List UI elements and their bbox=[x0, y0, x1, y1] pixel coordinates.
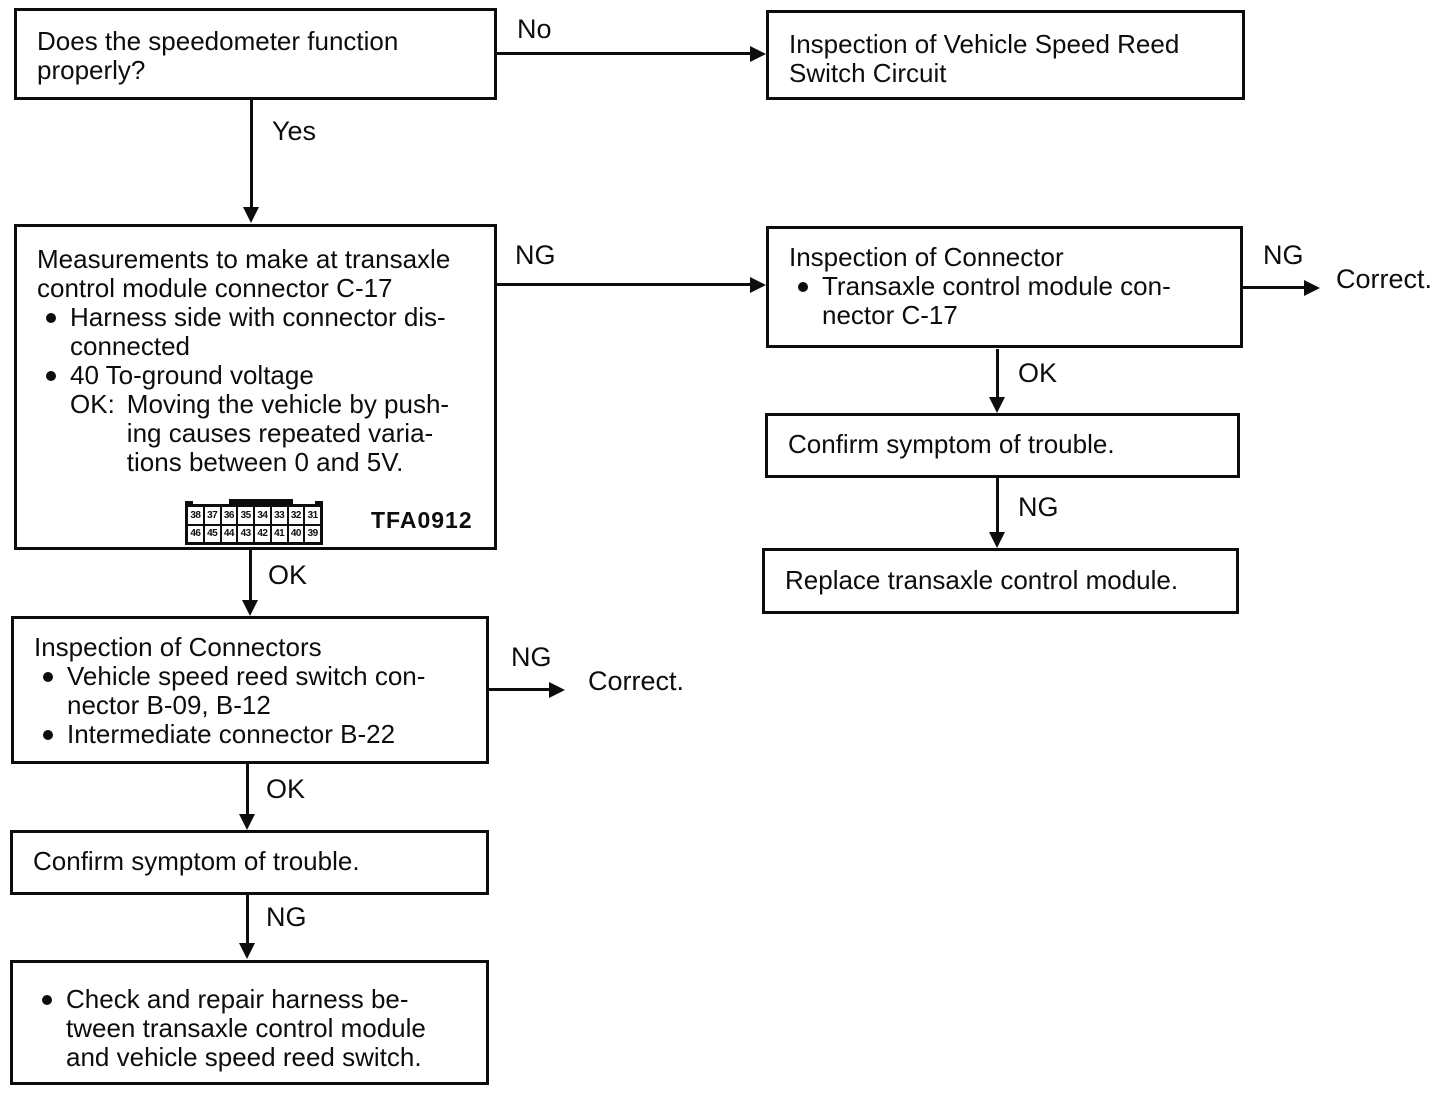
arrow-ng-confirm-right-head-icon bbox=[989, 532, 1005, 548]
connectors-inspection-bullet-2-text: Intermediate connector B-22 bbox=[67, 719, 396, 749]
connector-pin: 34 bbox=[255, 507, 270, 524]
bullet-icon bbox=[798, 282, 808, 292]
connector-pin: 42 bbox=[255, 525, 270, 542]
connector-pin: 37 bbox=[204, 507, 220, 524]
text-correct-right: Correct. bbox=[1336, 264, 1433, 294]
figure-code: TFA0912 bbox=[371, 507, 473, 533]
label-ok-connector-inspection: OK bbox=[1018, 358, 1058, 388]
label-ok-measurements: OK bbox=[268, 560, 308, 590]
measurements-ok-note: OK: Moving the vehicle by push- ing caus… bbox=[70, 390, 486, 477]
measurements-ok-text: Moving the vehicle by push- ing causes r… bbox=[126, 389, 450, 477]
measurements-title: Measurements to make at transaxle contro… bbox=[37, 244, 451, 303]
box-reed-switch-inspection: Inspection of Vehicle Speed Reed Switch … bbox=[766, 10, 1245, 100]
arrow-ng-connectors-inspection-head-icon bbox=[549, 682, 565, 698]
connector-pin: 31 bbox=[305, 507, 320, 524]
connector-pin: 40 bbox=[288, 525, 304, 542]
bullet-icon bbox=[43, 672, 53, 682]
measurements-bullet-2-text: 40 To-ground voltage bbox=[70, 360, 314, 390]
connector-body: 38 37 36 35 34 33 32 31 46 45 44 43 42 4… bbox=[185, 504, 323, 545]
arrow-no-line bbox=[497, 52, 752, 55]
box-connectors-inspection: Inspection of Connectors Vehicle speed r… bbox=[11, 616, 489, 764]
connector-tab-icon bbox=[229, 499, 293, 508]
arrow-ok-connectors-inspection-head-icon bbox=[239, 814, 255, 830]
connector-pin: 35 bbox=[238, 507, 253, 524]
box-check-harness: Check and repair harness be- tween trans… bbox=[10, 960, 489, 1085]
arrow-ng-connector-inspection-head-icon bbox=[1304, 280, 1320, 296]
arrow-ng-measurements-line bbox=[497, 283, 752, 286]
arrow-ng-confirm-left-head-icon bbox=[239, 943, 255, 959]
bullet-icon bbox=[43, 730, 53, 740]
arrow-ng-confirm-left-line bbox=[246, 895, 249, 945]
arrow-no-head-icon bbox=[750, 46, 766, 62]
box-measurements: Measurements to make at transaxle contro… bbox=[14, 224, 497, 550]
label-yes: Yes bbox=[272, 116, 317, 146]
connector-pin: 41 bbox=[271, 525, 287, 542]
bullet-icon bbox=[46, 371, 56, 381]
confirm-trouble-right-text: Confirm symptom of trouble. bbox=[788, 429, 1115, 459]
connector-pin: 45 bbox=[204, 525, 220, 542]
box-speedometer-question-text: Does the speedometer function properly? bbox=[37, 26, 399, 85]
connector-pin: 44 bbox=[221, 525, 237, 542]
confirm-trouble-left-text: Confirm symptom of trouble. bbox=[33, 846, 360, 876]
connector-inspection-bullet-1-text: Transaxle control module con- nector C-1… bbox=[822, 271, 1171, 330]
connector-pinout-diagram: 38 37 36 35 34 33 32 31 46 45 44 43 42 4… bbox=[185, 499, 323, 545]
arrow-ok-measurements-line bbox=[249, 550, 252, 602]
box-confirm-trouble-right: Confirm symptom of trouble. bbox=[765, 413, 1240, 478]
arrow-yes-head-icon bbox=[243, 207, 259, 223]
arrow-ok-connectors-inspection-line bbox=[246, 764, 249, 816]
connectors-inspection-bullet-1: Vehicle speed reed switch con- nector B-… bbox=[34, 662, 474, 720]
box-speedometer-question: Does the speedometer function properly? bbox=[14, 8, 497, 100]
arrow-ok-connector-inspection-head-icon bbox=[989, 397, 1005, 413]
connector-inspection-bullet-1: Transaxle control module con- nector C-1… bbox=[789, 272, 1228, 330]
arrow-ok-measurements-head-icon bbox=[242, 600, 258, 616]
arrow-yes-line bbox=[250, 100, 253, 210]
label-ng-confirm-right: NG bbox=[1018, 492, 1059, 522]
measurements-bullet-2: 40 To-ground voltage bbox=[37, 361, 486, 390]
connector-pin: 32 bbox=[288, 507, 304, 524]
connector-inspection-title: Inspection of Connector bbox=[789, 242, 1064, 272]
box-replace-module: Replace transaxle control module. bbox=[762, 548, 1239, 614]
label-ok-connectors-inspection: OK bbox=[266, 774, 306, 804]
text-correct-left: Correct. bbox=[588, 666, 685, 696]
label-ng-measurements: NG bbox=[515, 240, 556, 270]
connector-pin: 39 bbox=[305, 525, 320, 542]
label-no: No bbox=[517, 14, 552, 44]
measurements-bullet-1-text: Harness side with connector dis- connect… bbox=[70, 302, 446, 361]
box-connector-inspection: Inspection of Connector Transaxle contro… bbox=[766, 226, 1243, 348]
check-harness-bullet-1: Check and repair harness be- tween trans… bbox=[33, 985, 474, 1072]
connectors-inspection-title: Inspection of Connectors bbox=[34, 632, 322, 662]
arrow-ng-measurements-head-icon bbox=[750, 277, 766, 293]
connectors-inspection-bullet-1-text: Vehicle speed reed switch con- nector B-… bbox=[67, 661, 426, 720]
label-ng-connector-inspection: NG bbox=[1263, 240, 1304, 270]
box-confirm-trouble-left: Confirm symptom of trouble. bbox=[10, 830, 489, 895]
measurements-ok-prefix: OK: bbox=[70, 389, 115, 419]
arrow-ng-connector-inspection-line bbox=[1243, 286, 1307, 289]
connector-pin: 36 bbox=[221, 507, 237, 524]
connectors-inspection-bullet-2: Intermediate connector B-22 bbox=[34, 720, 474, 749]
connector-pin: 33 bbox=[271, 507, 287, 524]
arrow-ng-connectors-inspection-line bbox=[489, 688, 551, 691]
label-ng-connectors-inspection: NG bbox=[511, 642, 552, 672]
connector-pin: 43 bbox=[238, 525, 253, 542]
connector-pin: 46 bbox=[188, 525, 203, 542]
box-reed-switch-inspection-text: Inspection of Vehicle Speed Reed Switch … bbox=[789, 29, 1180, 88]
replace-module-text: Replace transaxle control module. bbox=[785, 565, 1179, 595]
measurements-bullet-1: Harness side with connector dis- connect… bbox=[37, 303, 486, 361]
label-ng-confirm-left: NG bbox=[266, 902, 307, 932]
arrow-ng-confirm-right-line bbox=[996, 478, 999, 534]
check-harness-bullet-1-text: Check and repair harness be- tween trans… bbox=[66, 984, 426, 1072]
arrow-ok-connector-inspection-line bbox=[996, 349, 999, 399]
connector-pin: 38 bbox=[188, 507, 203, 524]
bullet-icon bbox=[46, 313, 56, 323]
bullet-icon bbox=[42, 995, 52, 1005]
